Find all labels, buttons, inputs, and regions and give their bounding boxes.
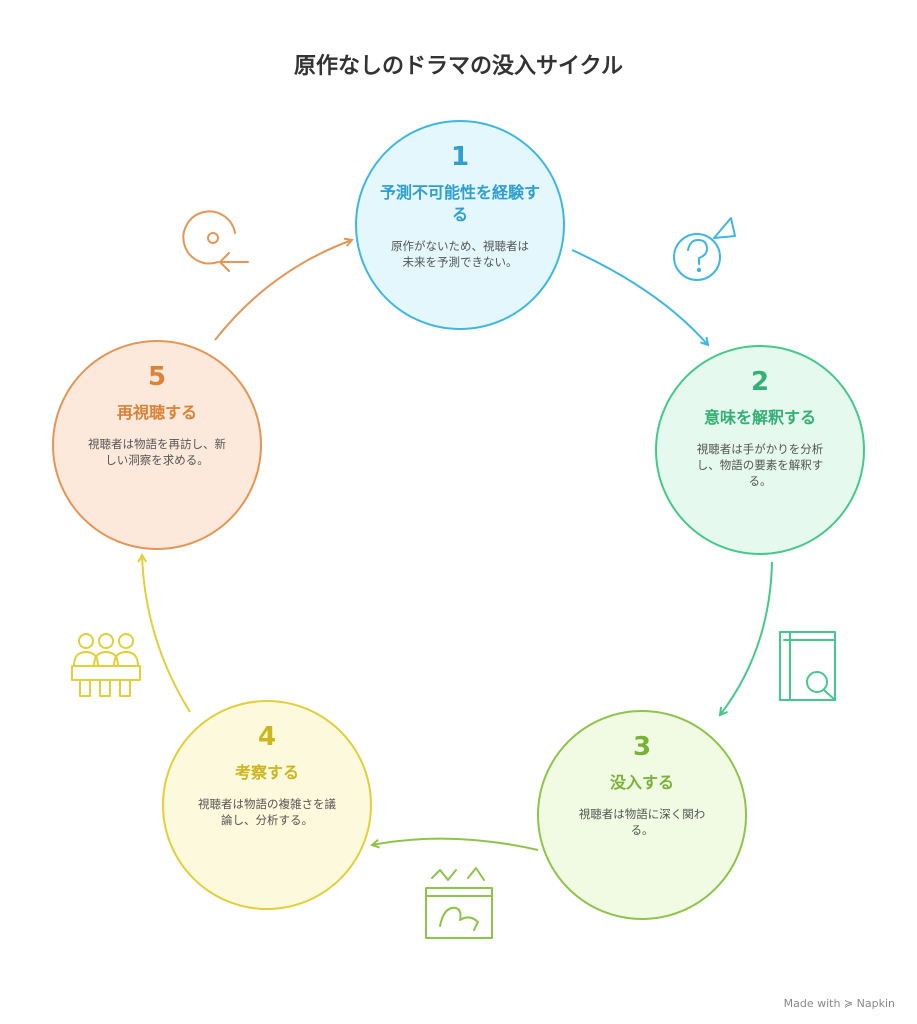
step-title: 意味を解釈する — [703, 408, 816, 427]
step-5-circle: 5 再視聴する 視聴者は物語を再訪し、新しい洞察を求める。 — [52, 340, 262, 550]
arrow-1-to-2 — [571, 249, 708, 345]
arrow-5-to-1 — [214, 240, 352, 341]
step-2-circle: 2 意味を解釈する 視聴者は手がかりを分析し、物語の要素を解釈する。 — [655, 345, 865, 555]
revisit-icon — [182, 210, 249, 272]
step-title: 再視聴する — [116, 403, 197, 422]
step-description: 視聴者は物語の複雑さを議論し、分析する。 — [198, 797, 336, 827]
step-description: 視聴者は物語を再訪し、新しい洞察を求める。 — [88, 437, 226, 467]
step-title: 予測不可能性を経験する — [379, 183, 540, 224]
step-title: 没入する — [609, 773, 674, 792]
step-number: 5 — [147, 362, 167, 392]
arrow-4-to-5 — [142, 555, 191, 713]
step-description: 視聴者は物語に深く関わる。 — [578, 807, 706, 837]
step-number: 1 — [450, 142, 470, 172]
arrow-3-to-4 — [372, 837, 539, 851]
step-number: 3 — [632, 732, 652, 762]
book-search-icon — [779, 631, 836, 701]
step-1-circle: 1 予測不可能性を経験する 原作がないため、視聴者は未来を予測できない。 — [355, 120, 565, 330]
immersion-icon — [425, 867, 493, 939]
step-number: 4 — [257, 722, 277, 752]
step-description: 視聴者は手がかりを分析し、物語の要素を解釈する。 — [696, 442, 824, 488]
step-4-circle: 4 考察する 視聴者は物語の複雑さを議論し、分析する。 — [162, 700, 372, 910]
step-3-circle: 3 没入する 視聴者は物語に深く関わる。 — [537, 710, 747, 920]
step-description: 原作がないため、視聴者は未来を予測できない。 — [391, 239, 529, 269]
napkin-credit[interactable]: Made with ≽ Napkin — [783, 997, 895, 1010]
step-number: 2 — [750, 367, 770, 397]
step-title: 考察する — [234, 763, 299, 782]
arrow-2-to-3 — [720, 561, 773, 715]
question-mark-icon — [673, 217, 736, 281]
page-title: 原作なしのドラマの没入サイクル — [294, 54, 623, 79]
discussion-group-icon — [71, 633, 141, 697]
